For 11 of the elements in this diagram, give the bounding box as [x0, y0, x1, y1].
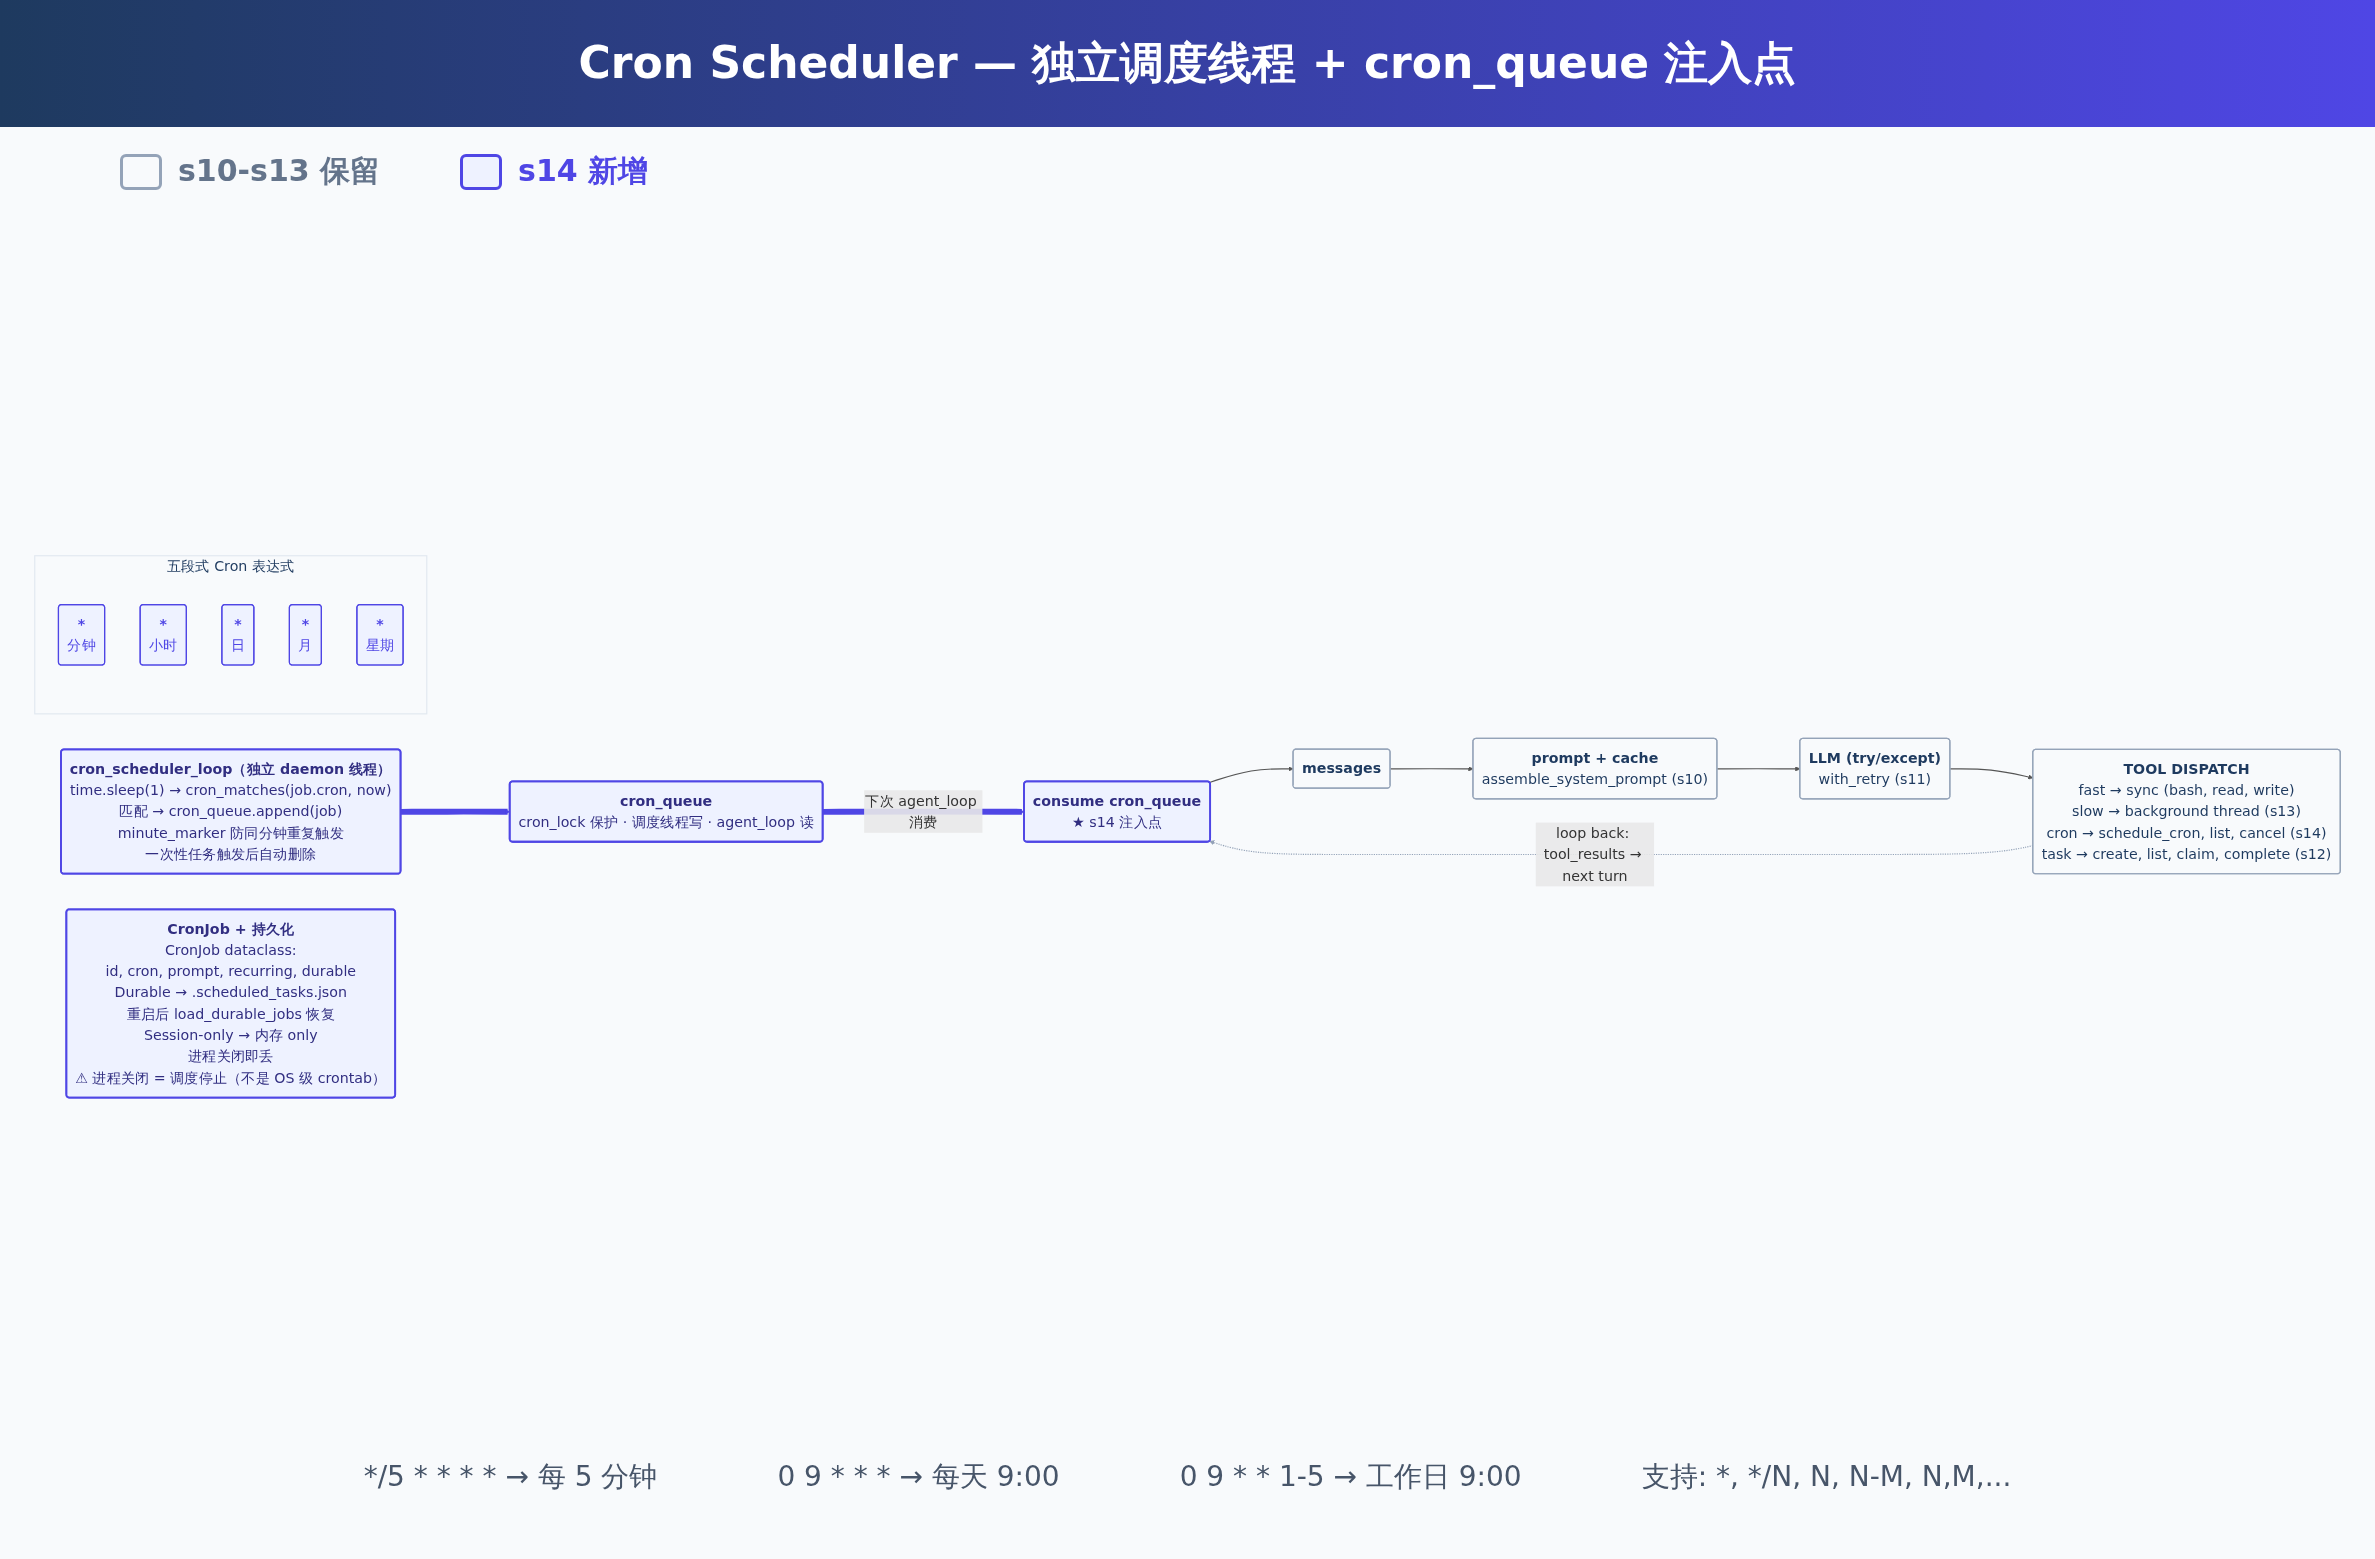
legend-label: s14 新增: [518, 152, 649, 190]
edge-label: 下次 agent_loop 消费: [865, 792, 977, 831]
arrow: [1208, 766, 1294, 784]
title-banner: Cron Scheduler — 独立调度线程 + cron_queue 注入点: [0, 0, 2375, 127]
note-text: */5 * * * * → 每 5 分钟: [363, 1459, 658, 1495]
note-text: 支持: *, */N, N, N-M, N,M,...: [1641, 1459, 2012, 1495]
edge-label: loop back: tool_results → next turn: [1543, 825, 1642, 885]
note-text: 0 9 * * * → 每天 9:00: [777, 1459, 1060, 1495]
arrow: [400, 809, 511, 816]
legend-label: s10-s13 保留: [178, 152, 381, 190]
note-text: 0 9 * * 1-5 → 工作日 9:00: [1179, 1459, 1522, 1495]
